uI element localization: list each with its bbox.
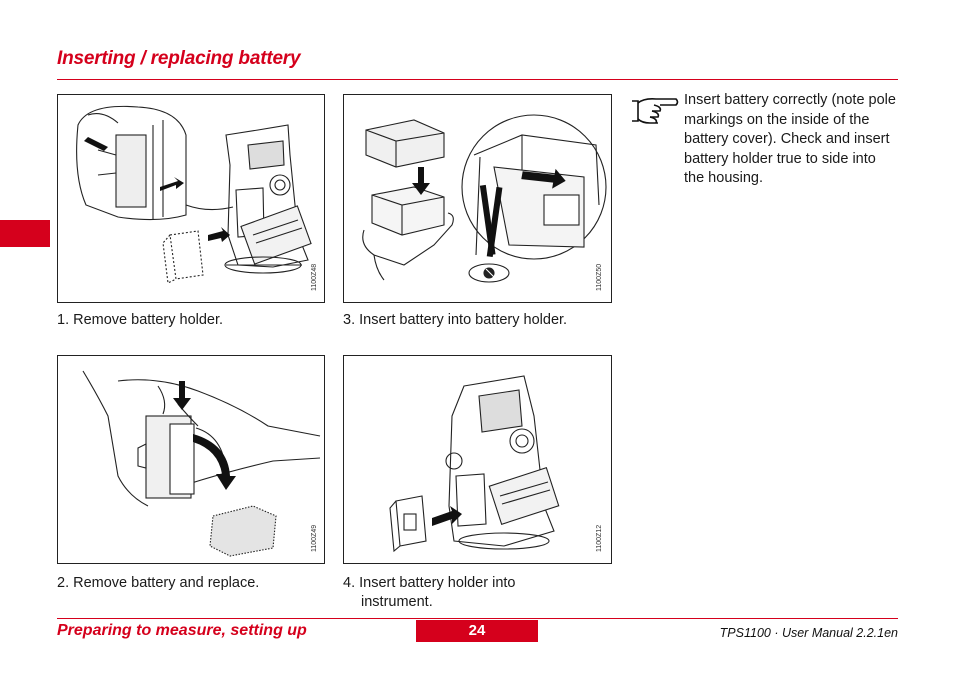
page-title: Inserting / replacing battery [57,48,301,69]
caption-insert-holder-line1: 4. Insert battery holder into [343,575,516,591]
footer-rule [57,618,898,619]
figure-insert-battery: 1100Z50 [343,94,612,303]
caption-insert-holder-line2: instrument. [361,594,433,610]
header-rule [57,79,898,80]
figure-code: 1100Z50 [596,263,603,291]
pointing-hand-icon [630,95,680,127]
caption-remove-battery: 2. Remove battery and replace. [57,575,260,591]
chapter-tab-marker [0,220,50,247]
figure-code: 1100Z48 [311,263,318,291]
figure-insert-holder: 1100Z12 [343,355,612,564]
figure-code: 1100Z49 [311,524,318,552]
figure-remove-battery-holder: 1100Z48 [57,94,325,303]
instrument-remove-holder-illustration [76,105,312,284]
caption-remove-battery-holder: 1. Remove battery holder. [57,312,224,328]
figure-remove-battery: 1100Z49 [57,355,325,564]
footer-section-title: Preparing to measure, setting up [57,622,307,639]
footer-manual-title: TPS1100 · User Manual 2.2.1en [719,626,898,640]
caption-insert-battery: 3. Insert battery into battery holder. [343,312,568,328]
battery-note-text: Insert battery correctly (note pole mark… [684,92,896,186]
instrument-insert-holder-illustration [389,375,560,553]
figure-code: 1100Z12 [596,524,603,552]
battery-into-holder-illustration [362,114,607,283]
remove-battery-illustration [82,370,321,557]
page-number: 24 [416,620,538,642]
